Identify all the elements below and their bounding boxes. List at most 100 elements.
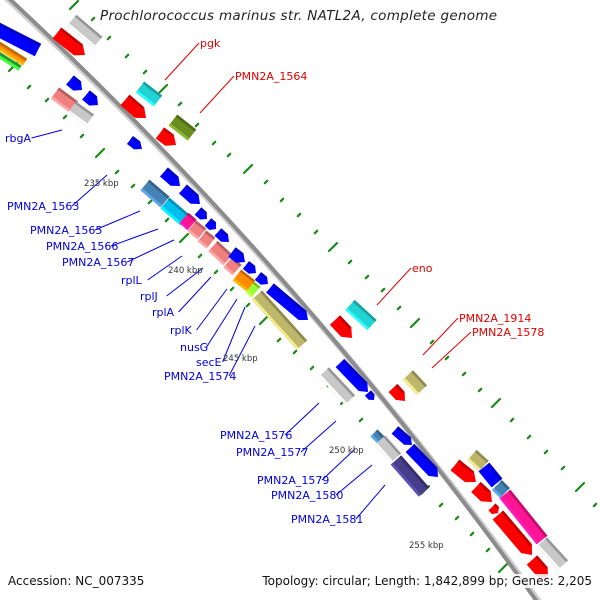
- feature-shadow: [175, 114, 197, 132]
- feature-body: [374, 435, 402, 463]
- label-leader: [94, 210, 141, 231]
- feature-shadow: [0, 22, 42, 47]
- feature-body: [160, 197, 190, 226]
- gene-feature: [492, 480, 510, 498]
- label-leader: [178, 276, 212, 313]
- gene-label: PMN2A_1577: [236, 446, 308, 459]
- gene-feature: [160, 197, 190, 226]
- feature-shadow: [74, 14, 103, 39]
- feature-shadow: [501, 510, 532, 546]
- gene-label: PMN2A_1914: [459, 312, 531, 325]
- feature-body: [467, 449, 489, 472]
- gene-feature: [254, 272, 268, 285]
- gene-feature: [364, 390, 375, 400]
- feature-shadow: [508, 489, 548, 538]
- gene-label: PMN2A_1567: [62, 256, 134, 269]
- feature-shadow: [74, 101, 94, 117]
- tick-mark: [592, 502, 598, 508]
- feature-highlight: [345, 308, 370, 330]
- feature-shadow: [57, 87, 79, 104]
- gene-feature: [536, 537, 569, 570]
- gene-feature: [345, 299, 377, 331]
- gene-feature: [402, 370, 428, 395]
- feature-body: [390, 455, 430, 497]
- gene-feature: [335, 358, 368, 392]
- feature-highlight: [187, 229, 200, 240]
- tick-mark: [469, 531, 475, 537]
- feature-shadow: [166, 167, 179, 179]
- feature-body: [405, 443, 438, 477]
- feature-highlight: [492, 517, 524, 553]
- feature-shadow: [252, 281, 261, 289]
- tick-mark: [157, 83, 169, 95]
- feature-shadow: [88, 90, 97, 99]
- feature-shadow: [352, 300, 377, 322]
- feature-shadow: [0, 52, 22, 68]
- gene-feature: [370, 429, 385, 444]
- feature-shadow: [500, 480, 510, 490]
- tick-mark: [358, 417, 364, 423]
- feature-shadow: [259, 272, 267, 280]
- feature-highlight: [140, 188, 163, 208]
- label-leader: [31, 129, 63, 139]
- tick-mark: [211, 140, 217, 146]
- tick-mark: [258, 314, 270, 326]
- feature-body: [135, 81, 163, 107]
- feature-body: [52, 27, 85, 56]
- feature-shadow: [474, 450, 489, 463]
- feature-shadow: [72, 75, 81, 84]
- label-leader: [206, 298, 238, 348]
- feature-highlight: [197, 239, 209, 249]
- tick-mark: [26, 84, 32, 90]
- label-leader: [431, 331, 472, 369]
- feature-highlight: [179, 191, 193, 204]
- gene-feature: [467, 449, 489, 472]
- feature-highlight: [499, 496, 539, 545]
- gene-label: PMN2A_1564: [235, 70, 307, 83]
- feature-highlight: [478, 469, 494, 488]
- gene-feature: [266, 283, 308, 320]
- gene-label: nusG: [180, 341, 208, 354]
- feature-shadow: [342, 359, 368, 385]
- label-leader: [199, 75, 235, 114]
- tick-mark: [226, 152, 232, 158]
- feature-highlight: [266, 290, 301, 320]
- feature-highlight: [471, 490, 483, 502]
- tick-mark: [396, 305, 402, 311]
- tick-mark: [177, 101, 183, 107]
- feature-highlight: [537, 544, 560, 570]
- feature-body: [120, 94, 146, 118]
- gene-feature: [478, 462, 503, 488]
- feature-highlight: [232, 278, 249, 292]
- feature-shadow: [412, 444, 438, 470]
- gene-feature: [179, 184, 200, 204]
- label-leader: [335, 464, 373, 496]
- tick-mark: [213, 269, 219, 275]
- feature-highlight: [179, 221, 190, 231]
- gene-feature: [66, 75, 82, 91]
- feature-highlight: [52, 36, 76, 56]
- label-leader: [166, 267, 204, 297]
- gene-label: PMN2A_1581: [291, 513, 363, 526]
- feature-highlight: [370, 434, 380, 444]
- feature-highlight: [388, 390, 398, 400]
- feature-shadow: [162, 127, 174, 137]
- tick-mark: [279, 197, 285, 203]
- tick-mark: [509, 417, 515, 423]
- feature-highlight: [467, 458, 482, 471]
- feature-body: [329, 315, 352, 338]
- feature-highlight: [488, 508, 495, 514]
- gene-label: rplK: [170, 324, 193, 337]
- genome-summary-text: Topology: circular; Length: 1,842,899 bp…: [262, 574, 592, 588]
- genome-backbone: [4, 0, 542, 600]
- tick-mark: [178, 232, 190, 244]
- tick-mark: [147, 199, 153, 205]
- tick-mark: [327, 241, 339, 253]
- tick-mark: [364, 274, 370, 280]
- tick-mark: [164, 217, 170, 223]
- gene-feature: [488, 503, 500, 515]
- feature-shadow: [399, 455, 430, 490]
- feature-shadow: [411, 370, 427, 388]
- tick-mark: [130, 183, 136, 189]
